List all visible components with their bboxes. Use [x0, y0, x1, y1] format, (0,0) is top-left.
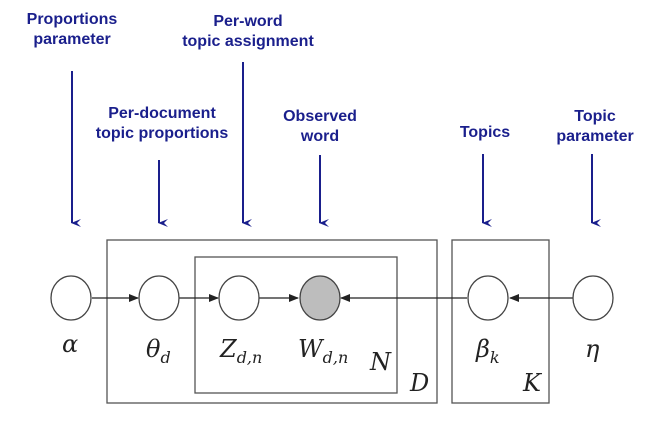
label-theta: θd [146, 335, 171, 367]
node-z [218, 275, 260, 321]
annotation-topics: Topics [459, 124, 511, 141]
plate-N [194, 256, 398, 394]
annotation-per-word-topic-assignment: Per-word topic assignment [182, 13, 314, 50]
plate-label-K: K [522, 369, 543, 397]
node-beta [467, 275, 509, 321]
node-alpha [50, 275, 92, 321]
label-w: Wd,n [298, 335, 348, 367]
annotation-per-document-topic-proportions: Per-document topic proportions [95, 105, 229, 142]
node-eta [572, 275, 614, 321]
node-theta [138, 275, 180, 321]
annotation-observed-word: Observed word [283, 108, 357, 145]
plate-label-N: N [369, 348, 392, 376]
plate-label-D: D [409, 369, 429, 397]
node-w-observed [299, 275, 341, 321]
plate-K [451, 239, 550, 404]
annotation-proportions-parameter: Proportions parameter [26, 11, 118, 48]
label-z: Zd,n [219, 335, 262, 367]
plate-D [106, 239, 438, 404]
annotation-topic-parameter: Topic parameter [556, 108, 634, 145]
label-alpha: α [62, 330, 78, 358]
label-eta: η [585, 335, 600, 363]
label-beta: βk [475, 335, 500, 367]
